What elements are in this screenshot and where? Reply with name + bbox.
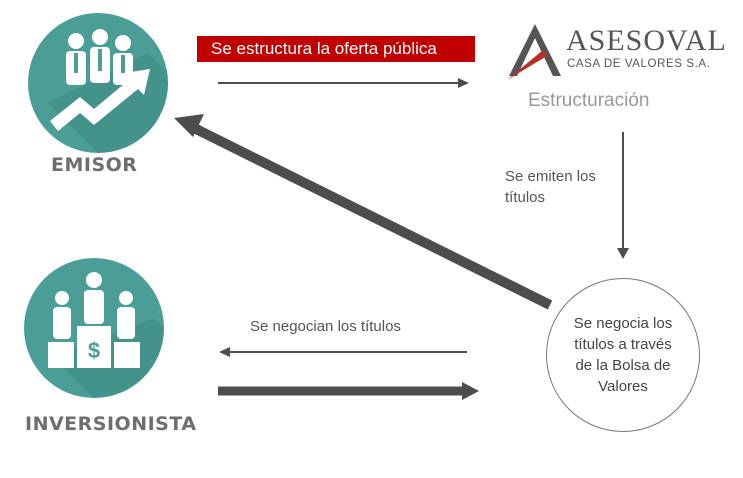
inversionista-label: INVERSIONISTA: [25, 413, 197, 435]
estructuracion-label: Estructuración: [528, 90, 650, 111]
emisor-label: EMISOR: [51, 154, 138, 176]
logo-name: ASESOVAL: [566, 24, 727, 57]
inversionista-icon: $: [24, 258, 164, 398]
bolsa-circle: Se negocia los títulos a través de la Bo…: [546, 278, 700, 432]
bolsa-label: Se negocia los títulos a través de la Bo…: [573, 315, 673, 395]
arrow-bolsa-to-inversionista: [219, 347, 467, 357]
emiten-label: Se emiten los títulos: [505, 168, 596, 206]
svg-text:$: $: [88, 338, 100, 363]
emisor-icon: [28, 13, 168, 153]
arrow-inversionista-to-bolsa: [218, 382, 479, 400]
oferta-publica-banner: Se estructura la oferta pública: [197, 36, 475, 62]
logo-subtitle: CASA DE VALORES S.A.: [567, 58, 711, 70]
asesoval-logo-icon: [507, 24, 561, 80]
arrow-emisor-to-asesoval: [218, 78, 469, 88]
negocian-label: Se negocian los títulos: [250, 318, 401, 335]
arrow-asesoval-to-bolsa: [617, 132, 629, 259]
arrow-bolsa-to-emisor: [174, 114, 553, 310]
